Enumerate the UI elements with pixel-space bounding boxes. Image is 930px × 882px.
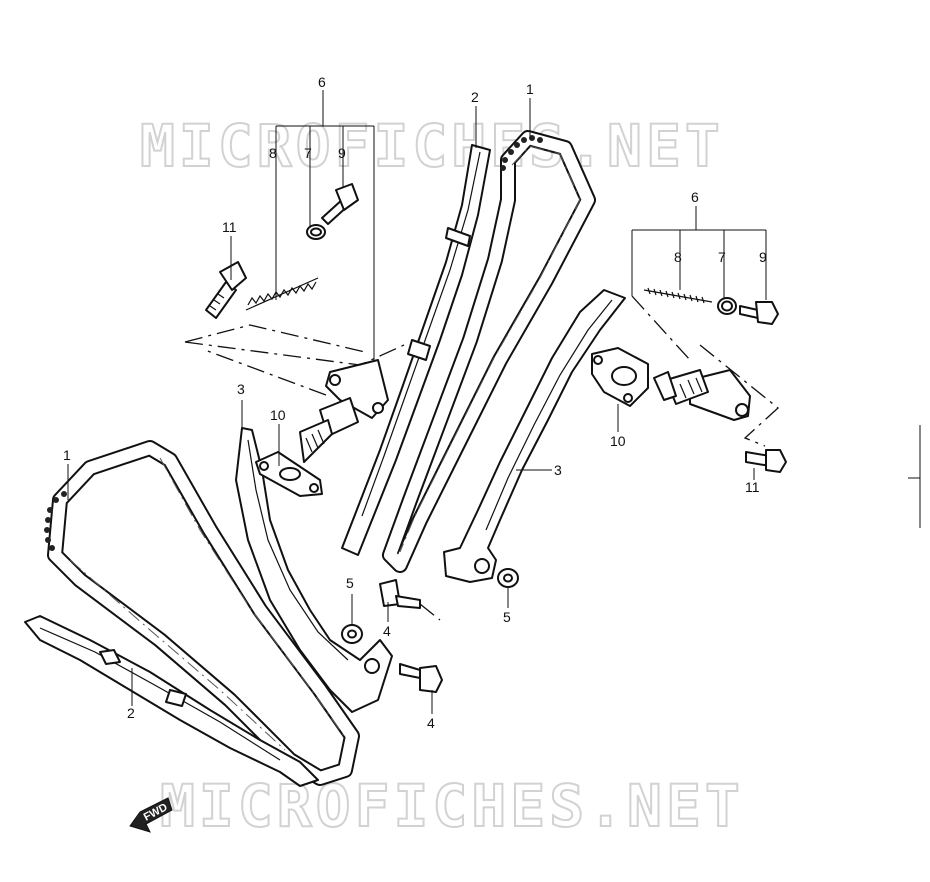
callout-9-left: 9 <box>338 145 346 161</box>
assembly-line-left-c <box>204 349 327 396</box>
watermark-top: MICROFICHES.NET <box>140 112 724 180</box>
callout-3-left: 3 <box>237 381 245 397</box>
callout-2-bottom: 2 <box>127 705 135 721</box>
callout-10-left: 10 <box>270 407 286 423</box>
tensioner-guide-lower <box>235 427 393 713</box>
cam-chain-upper <box>382 130 596 573</box>
callout-6-left: 6 <box>318 74 326 90</box>
chain-links-lower <box>44 491 67 551</box>
callout-4-mid: 4 <box>383 623 391 639</box>
pivot-bolt-low <box>399 663 443 693</box>
assembly-line-left-b <box>184 341 405 366</box>
callout-9-right: 9 <box>759 249 767 265</box>
watermark-bottom: MICROFICHES.NET <box>160 772 744 840</box>
assembly-line-right-b <box>699 344 779 447</box>
tensioner-assembly-left <box>299 359 389 463</box>
page-edge-marker <box>908 425 921 528</box>
pivot-line-mid <box>419 603 441 621</box>
cam-chain-lower <box>44 440 360 786</box>
callout-4-low: 4 <box>427 715 435 731</box>
spring-left <box>245 277 319 311</box>
washer-left <box>341 624 363 644</box>
callout-3-right: 3 <box>554 462 562 478</box>
callout-labels: 6 8 7 9 11 2 1 6 8 7 9 3 10 1 3 10 11 5 … <box>63 74 767 731</box>
callout-7-right: 7 <box>718 249 726 265</box>
bolt-left <box>205 261 247 319</box>
spring-right <box>643 287 713 304</box>
callout-7-left: 7 <box>304 145 312 161</box>
tensioner-assembly-right <box>653 369 751 421</box>
callout-5-left: 5 <box>346 575 354 591</box>
cap-bolt-right <box>739 301 779 325</box>
callout-6-right: 6 <box>691 189 699 205</box>
leader-lines <box>67 90 767 714</box>
gasket-right <box>591 347 649 407</box>
callout-11-left: 11 <box>222 219 237 235</box>
assembly-line-left-a <box>184 324 366 353</box>
chain-guide-upper <box>341 144 491 556</box>
bolt-right <box>745 449 787 473</box>
callout-10-right: 10 <box>610 433 626 449</box>
o-ring-right-hole <box>721 300 733 312</box>
callout-11-right: 11 <box>745 479 760 495</box>
cap-bolt-left <box>321 183 359 225</box>
tensioner-guide-right <box>443 289 626 583</box>
chain-guide-lower <box>24 615 319 787</box>
washer-right <box>497 568 519 588</box>
callout-8-right: 8 <box>674 249 682 265</box>
pivot-bolt-mid <box>379 579 421 609</box>
gasket-left <box>255 451 323 497</box>
o-ring-left-hole <box>310 227 322 237</box>
callout-2-top: 2 <box>471 89 479 105</box>
callout-8-left: 8 <box>269 145 277 161</box>
chain-links-upper <box>500 135 543 171</box>
callout-1-top: 1 <box>526 81 534 97</box>
assembly-line-right-a <box>631 295 691 361</box>
callout-1-left: 1 <box>63 447 71 463</box>
callout-5-right: 5 <box>503 609 511 625</box>
